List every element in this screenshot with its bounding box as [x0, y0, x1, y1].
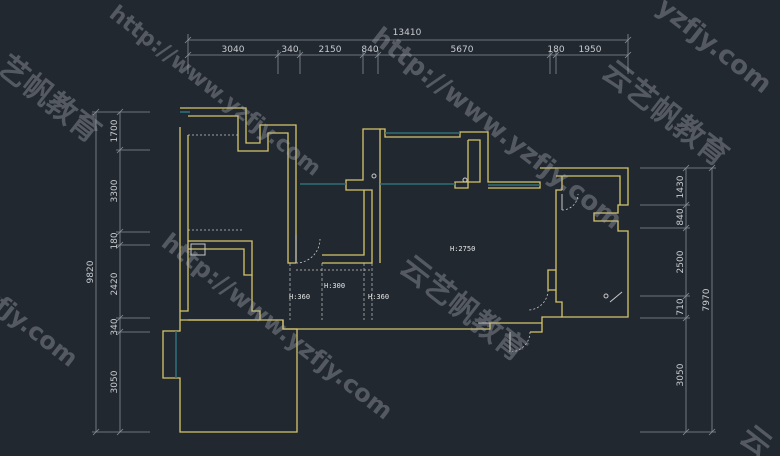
top-segment-5: 5670	[451, 45, 474, 55]
door-right-room	[527, 289, 549, 311]
watermark-brand-3: 艺帆教育	[0, 49, 107, 150]
watermark-url-1: http://www.yzfjy.com	[104, 1, 325, 182]
opening-lines	[289, 263, 373, 320]
height-label-b: H:360	[289, 293, 310, 301]
watermark-url-short: yzfjy.com	[0, 273, 83, 373]
right-segment-labels: 1430 840 2500 710 3050	[676, 175, 686, 386]
door-leaves	[295, 194, 563, 352]
height-label-main: H:2750	[450, 245, 475, 253]
top-segment-4: 840	[361, 45, 378, 55]
height-label-a: H:300	[324, 282, 345, 290]
left-segment-6: 3050	[110, 370, 120, 393]
top-total-dimension: 13410	[393, 28, 422, 38]
wall-left-block-inner	[180, 135, 189, 312]
right-segment-5: 3050	[676, 363, 686, 386]
wall-left-top	[180, 107, 297, 263]
wall-central-stub-b	[322, 190, 365, 256]
fixture-round-2	[462, 177, 468, 183]
wall-right-room	[540, 167, 629, 318]
watermark-brand-4: 云	[733, 419, 778, 456]
right-segment-2: 840	[676, 208, 686, 225]
watermark-url-3: http://www.yzfjy.com	[156, 228, 398, 426]
top-segment-6: 180	[547, 45, 564, 55]
watermark-url-short-2: yzfjy.com	[651, 0, 778, 100]
wall-bottom-left	[188, 275, 261, 321]
top-segment-3: 2150	[319, 45, 342, 55]
right-total-dimension: 7970	[702, 288, 712, 311]
fixture-box-left	[190, 243, 206, 256]
door-bottom-right	[509, 331, 531, 353]
right-segment-1: 1430	[676, 175, 686, 198]
fixture-diag-right	[609, 291, 623, 303]
fixture-round-3	[603, 293, 609, 299]
watermark-brand-1: 云艺帆教育	[595, 54, 735, 174]
top-segment-7: 1950	[579, 45, 602, 55]
fixture-round-1	[371, 173, 377, 179]
wall-right-room-inner	[556, 175, 621, 205]
top-dimension-chain	[184, 34, 632, 74]
left-total-dimension: 9820	[86, 260, 96, 283]
wall-top-mid-inner	[454, 139, 481, 189]
top-segment-1: 3040	[222, 45, 245, 55]
left-segment-2: 3300	[110, 179, 120, 202]
left-segment-labels: 1700 3300 180 2420 340 3050	[110, 119, 120, 393]
top-segment-labels: 3040 340 2150 840 5670 180 1950	[222, 45, 602, 55]
wall-bottom-corridor	[282, 316, 562, 333]
doors	[188, 134, 579, 353]
wall-mid-partition	[188, 240, 253, 276]
right-segment-3: 2500	[676, 250, 686, 273]
right-dimension-chain	[640, 164, 716, 436]
fixtures	[190, 173, 623, 324]
door-left-room	[295, 238, 321, 264]
walls	[162, 107, 629, 433]
height-label-c: H:360	[368, 293, 389, 301]
right-segment-4: 710	[676, 298, 686, 315]
wall-central-stub	[322, 128, 381, 264]
left-dimension-chain	[92, 108, 150, 436]
door-upper-right	[561, 193, 579, 211]
windows	[175, 111, 540, 378]
left-segment-5: 340	[110, 318, 120, 335]
top-segment-2: 340	[281, 45, 298, 55]
wall-left-top-inner	[188, 115, 296, 264]
left-segment-3: 180	[110, 232, 120, 249]
left-segment-4: 2420	[110, 272, 120, 295]
watermark-brand-2: 云艺帆教育	[393, 249, 533, 369]
left-segment-1: 1700	[110, 119, 120, 142]
wall-right-room-c	[547, 269, 556, 291]
